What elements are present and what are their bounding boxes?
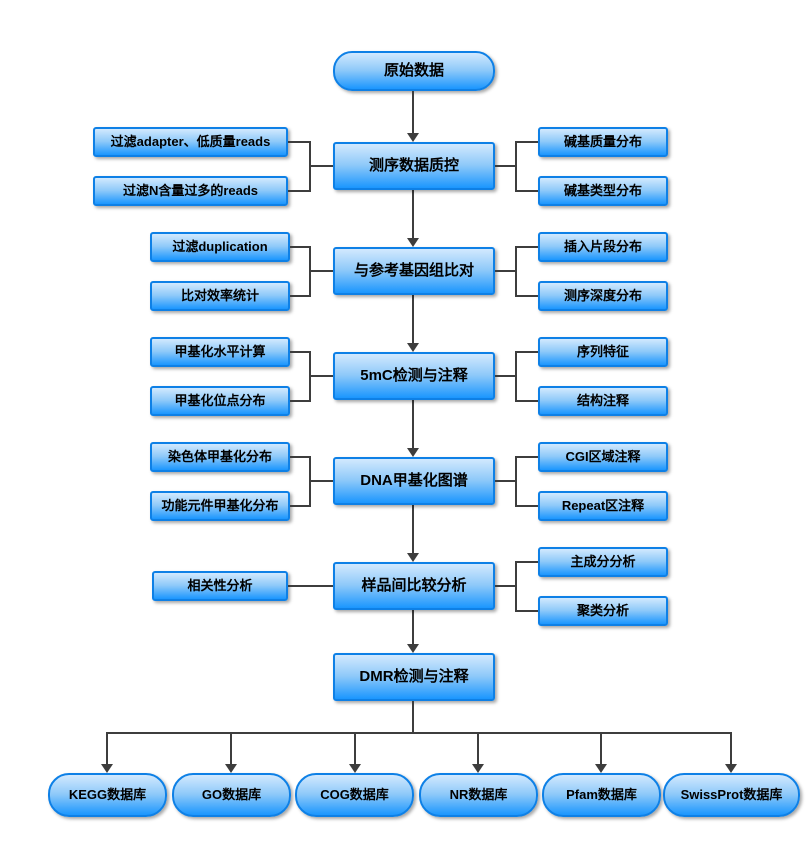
- node-raw-data: 原始数据: [333, 51, 495, 91]
- flow-line: [290, 400, 311, 402]
- flow-line: [290, 505, 311, 507]
- node-db-cog: COG数据库: [295, 773, 414, 817]
- flow-line: [290, 295, 311, 297]
- node-5mc-detection: 5mC检测与注释: [333, 352, 495, 400]
- arrowhead-down: [472, 764, 484, 773]
- node-cgi-annotation: CGI区域注释: [538, 442, 668, 472]
- node-db-go: GO数据库: [172, 773, 291, 817]
- flow-line: [106, 732, 108, 764]
- flow-line: [515, 561, 517, 612]
- flow-line: [311, 375, 333, 377]
- flow-line: [290, 351, 311, 353]
- flow-line: [290, 456, 311, 458]
- flow-line: [311, 165, 333, 167]
- node-insert-size-dist: 插入片段分布: [538, 232, 668, 262]
- node-methylation-site-dist: 甲基化位点分布: [150, 386, 290, 416]
- arrowhead-down: [725, 764, 737, 773]
- flow-line: [517, 400, 538, 402]
- node-filter-adapter: 过滤adapter、低质量reads: [93, 127, 288, 157]
- flow-line: [412, 701, 414, 734]
- node-filter-duplication: 过滤duplication: [150, 232, 290, 262]
- arrowhead-down: [407, 553, 419, 562]
- node-methylation-level-calc: 甲基化水平计算: [150, 337, 290, 367]
- node-cluster-analysis: 聚类分析: [538, 596, 668, 626]
- flow-line: [412, 505, 414, 553]
- node-base-type-dist: 碱基类型分布: [538, 176, 668, 206]
- flow-line: [495, 375, 517, 377]
- node-correlation-analysis: 相关性分析: [152, 571, 288, 601]
- flow-line: [412, 190, 414, 238]
- flow-line: [477, 732, 479, 764]
- flow-line: [309, 351, 311, 402]
- arrowhead-down: [225, 764, 237, 773]
- flow-line: [311, 270, 333, 272]
- flow-line: [517, 246, 538, 248]
- node-chromosome-methylation-dist: 染色体甲基化分布: [150, 442, 290, 472]
- flow-line: [517, 456, 538, 458]
- flow-line: [517, 295, 538, 297]
- flow-line: [495, 480, 517, 482]
- flow-line: [517, 561, 538, 563]
- node-sequence-feature: 序列特征: [538, 337, 668, 367]
- flow-line: [515, 141, 517, 192]
- node-dmr-detection: DMR检测与注释: [333, 653, 495, 701]
- flow-line: [600, 732, 602, 764]
- flow-line: [412, 400, 414, 448]
- flow-line: [106, 732, 732, 734]
- flow-line: [311, 480, 333, 482]
- node-repeat-annotation: Repeat区注释: [538, 491, 668, 521]
- flow-line: [517, 141, 538, 143]
- node-dna-methylation-profile: DNA甲基化图谱: [333, 457, 495, 505]
- node-structure-annotation: 结构注释: [538, 386, 668, 416]
- node-pca: 主成分分析: [538, 547, 668, 577]
- flow-line: [495, 270, 517, 272]
- node-db-swissprot: SwissProt数据库: [663, 773, 800, 817]
- arrowhead-down: [101, 764, 113, 773]
- flow-line: [309, 141, 311, 192]
- flow-line: [288, 585, 333, 587]
- flow-line: [412, 610, 414, 644]
- arrowhead-down: [349, 764, 361, 773]
- flow-line: [730, 732, 732, 764]
- arrowhead-down: [407, 133, 419, 142]
- flow-line: [288, 141, 311, 143]
- flow-line: [517, 505, 538, 507]
- arrowhead-down: [595, 764, 607, 773]
- arrowhead-down: [407, 448, 419, 457]
- flow-line: [354, 732, 356, 764]
- flow-line: [517, 351, 538, 353]
- arrowhead-down: [407, 343, 419, 352]
- flow-line: [515, 456, 517, 507]
- arrowhead-down: [407, 644, 419, 653]
- flow-line: [412, 91, 414, 134]
- node-db-nr: NR数据库: [419, 773, 538, 817]
- node-sample-comparison: 样品间比较分析: [333, 562, 495, 610]
- flow-line: [517, 190, 538, 192]
- arrowhead-down: [407, 238, 419, 247]
- flow-line: [495, 165, 517, 167]
- flow-line: [517, 610, 538, 612]
- flow-line: [288, 190, 311, 192]
- node-alignment-efficiency: 比对效率统计: [150, 281, 290, 311]
- node-filter-n-reads: 过滤N含量过多的reads: [93, 176, 288, 206]
- flow-line: [230, 732, 232, 764]
- flow-line: [290, 246, 311, 248]
- flow-line: [309, 246, 311, 297]
- flow-line: [412, 295, 414, 343]
- flow-line: [515, 246, 517, 297]
- node-ref-alignment: 与参考基因组比对: [333, 247, 495, 295]
- node-seq-depth-dist: 测序深度分布: [538, 281, 668, 311]
- node-functional-element-methylation-dist: 功能元件甲基化分布: [150, 491, 290, 521]
- flow-line: [515, 351, 517, 402]
- node-db-kegg: KEGG数据库: [48, 773, 167, 817]
- node-base-quality-dist: 碱基质量分布: [538, 127, 668, 157]
- flow-line: [495, 585, 517, 587]
- node-db-pfam: Pfam数据库: [542, 773, 661, 817]
- flow-line: [309, 456, 311, 507]
- node-seq-qc: 测序数据质控: [333, 142, 495, 190]
